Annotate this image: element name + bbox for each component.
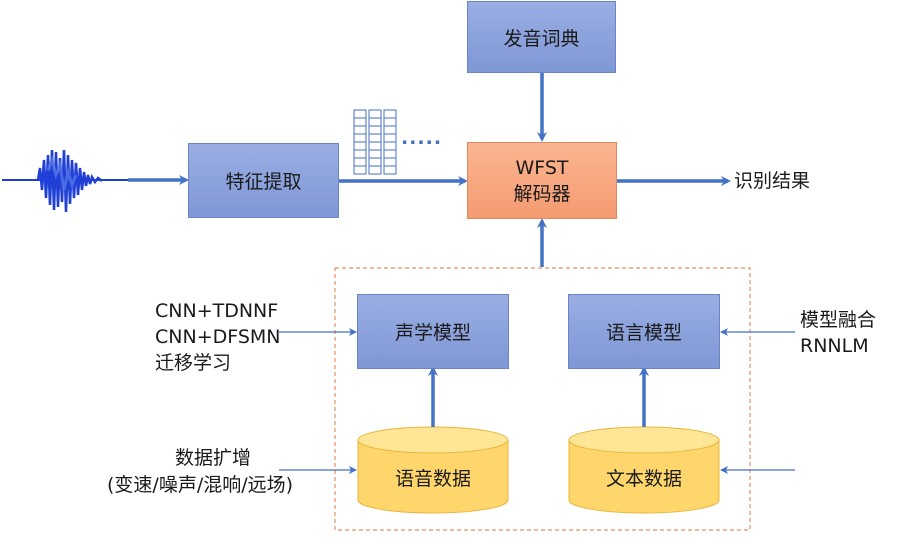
lm-method-1: 模型融合	[800, 309, 877, 331]
wfst-decoder-box: WFST 解码器	[467, 142, 617, 219]
lexicon-label: 发音词典	[503, 27, 580, 50]
speech-data-label-box: 语音数据	[358, 455, 508, 499]
feature-frames-icon	[353, 109, 397, 175]
decoder-label-line2: 解码器	[513, 182, 571, 205]
decoder-label-line1: WFST	[515, 156, 569, 179]
am-method-1: CNN+TDNNF	[155, 300, 279, 322]
feature-extraction-box: 特征提取	[188, 143, 339, 218]
speech-data-cylinder	[357, 426, 509, 514]
feature-label: 特征提取	[225, 171, 302, 193]
augment-title: 数据扩增	[175, 447, 252, 469]
lm-method-2: RNNLM	[800, 335, 869, 357]
acoustic-model-box: 声学模型	[357, 294, 509, 369]
language-model-box: 语言模型	[568, 294, 720, 369]
text-data-cylinder	[568, 426, 720, 514]
augment-detail: (变速/噪声/混响/远场)	[107, 474, 294, 496]
dots-label: .....	[401, 127, 443, 149]
lexicon-box: 发音词典	[467, 1, 616, 73]
speech-data-label: 语音数据	[394, 467, 471, 490]
text-data-label: 文本数据	[605, 467, 682, 490]
am-method-3: 迁移学习	[155, 352, 232, 374]
acoustic-label: 声学模型	[394, 322, 471, 344]
language-label: 语言模型	[605, 322, 682, 344]
waveform-icon	[2, 149, 128, 213]
text-data-label-box: 文本数据	[569, 455, 719, 499]
am-method-2: CNN+DFSMN	[155, 326, 281, 348]
output-label: 识别结果	[734, 170, 811, 192]
model-group-border	[334, 267, 751, 531]
